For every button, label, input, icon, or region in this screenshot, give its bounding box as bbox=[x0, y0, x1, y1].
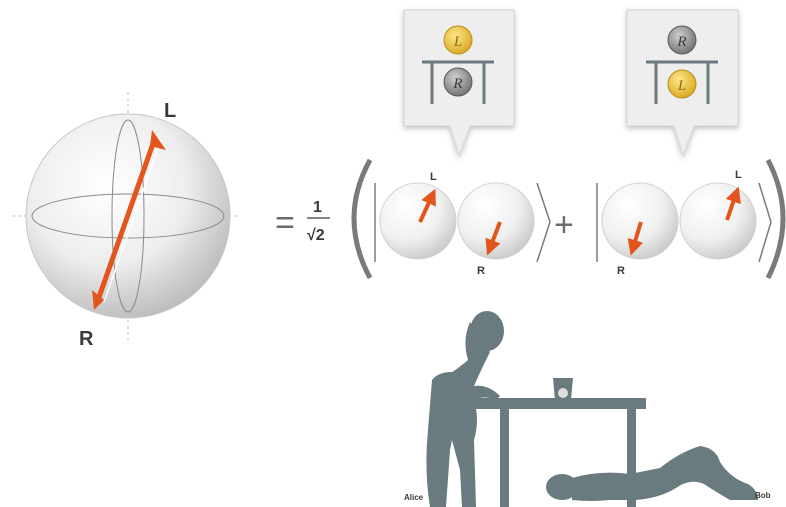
alice-silhouette bbox=[426, 311, 504, 507]
photon-ball bbox=[679, 182, 757, 260]
alice-body bbox=[426, 322, 500, 507]
arrow-up bbox=[725, 186, 741, 221]
equals-sign: = bbox=[275, 204, 295, 242]
coin-callout-left: L R bbox=[403, 9, 515, 158]
coin-callout-right: R L bbox=[626, 9, 739, 158]
polarization-sphere: L R bbox=[12, 92, 240, 350]
ket2-sphere-b: L bbox=[679, 169, 757, 260]
sphere-arrow-head-bottom bbox=[92, 290, 104, 310]
ket1-sphere-a: L bbox=[379, 171, 457, 260]
arrow-down bbox=[485, 221, 502, 256]
bob-label: Bob bbox=[755, 491, 771, 500]
gold-coin bbox=[443, 25, 473, 55]
sphere-arrow-l bbox=[95, 137, 158, 301]
left-paren bbox=[351, 158, 373, 280]
ket1-label-r: R bbox=[477, 265, 485, 277]
table-leg-right bbox=[627, 408, 636, 507]
ket1-label-l: L bbox=[430, 171, 437, 183]
coin-letter: R bbox=[452, 76, 462, 92]
sphere-arrow-highlight bbox=[103, 139, 162, 303]
gold-coin bbox=[667, 69, 697, 99]
alice-hair bbox=[469, 330, 486, 362]
bob-silhouette bbox=[546, 446, 758, 501]
ket2-sphere-a: R bbox=[601, 182, 679, 277]
arrow-down bbox=[627, 221, 643, 256]
coin-letter: L bbox=[677, 78, 686, 94]
ket1-angle bbox=[536, 182, 551, 263]
silhouette-scene: Alice Bob bbox=[404, 311, 771, 507]
right-paren bbox=[765, 158, 786, 280]
grey-coin bbox=[667, 25, 697, 55]
plus-sign: + bbox=[554, 206, 574, 244]
bob-body bbox=[572, 446, 758, 501]
grey-coin bbox=[443, 67, 473, 97]
sphere-label-l: L bbox=[164, 100, 176, 122]
table-leg-left bbox=[500, 408, 509, 507]
ket2-angle bbox=[758, 182, 772, 263]
coin-letter: L bbox=[453, 34, 462, 50]
sphere-arrow-head-top bbox=[150, 130, 166, 150]
sphere-meridian bbox=[111, 119, 145, 313]
alice-label: Alice bbox=[404, 493, 424, 502]
fraction-denominator: √2 bbox=[307, 227, 325, 244]
ket2-label-l: L bbox=[735, 169, 742, 181]
table-top bbox=[470, 398, 646, 409]
photon-ball bbox=[601, 182, 679, 260]
sphere-equator bbox=[31, 193, 225, 239]
photon-ball bbox=[379, 182, 457, 260]
arrow-up bbox=[418, 188, 436, 223]
bob-head bbox=[546, 474, 578, 500]
coin-letter: R bbox=[676, 34, 686, 50]
photon-ball bbox=[457, 182, 535, 260]
cup-ball bbox=[558, 388, 568, 398]
ket2-label-r: R bbox=[617, 265, 625, 277]
ket1-sphere-b: R bbox=[457, 182, 535, 277]
equation: = 1 √2 + bbox=[275, 158, 786, 280]
sphere-label-r: R bbox=[79, 328, 94, 350]
fraction-numerator: 1 bbox=[313, 199, 322, 216]
